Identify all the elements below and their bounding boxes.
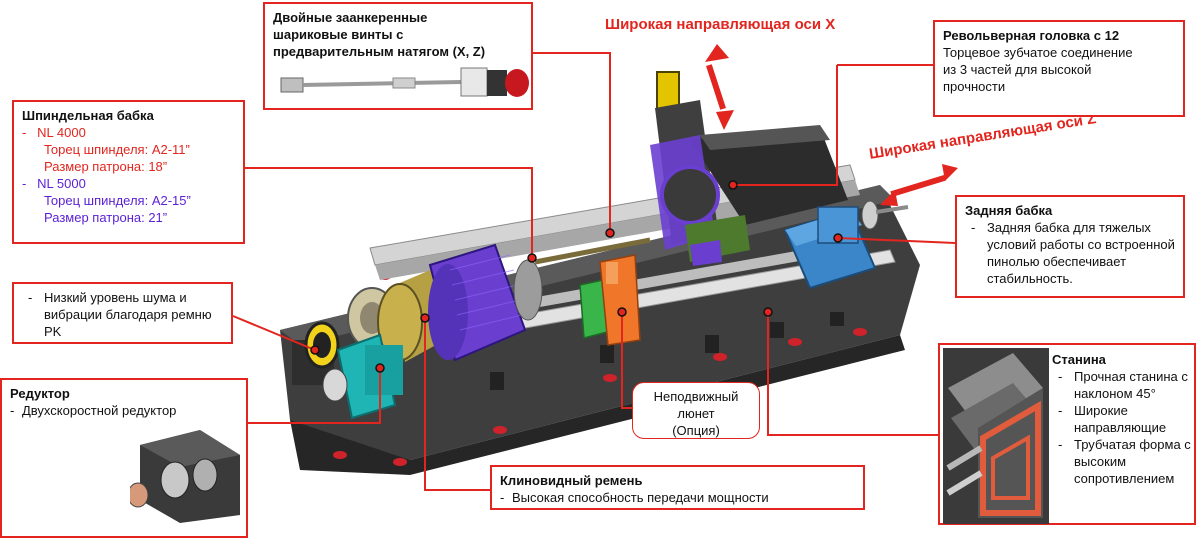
steady-rest-line-1: Неподвижный	[653, 389, 739, 404]
leader-dots	[310, 180, 843, 373]
tailstock-title: Задняя бабка	[965, 203, 1053, 218]
bed-title: Станина	[1052, 352, 1106, 367]
ballscrew-callout: Двойные заанкеренные шариковые винты с п…	[263, 2, 533, 110]
nl5000-model: - NL 5000	[22, 176, 86, 191]
z-axis-arrow	[880, 164, 958, 206]
nl4000-face: Торец шпинделя: A2-11”	[44, 142, 190, 157]
turret-callout: Револьверная головка с 12 Торцевое зубча…	[933, 20, 1185, 117]
turret-line-1: Торцевое зубчатое соединение	[943, 45, 1133, 60]
ballscrew-title-line-1: Двойные заанкеренные	[273, 10, 428, 25]
steady-rest-line-3: (Опция)	[672, 423, 720, 438]
tailstock-callout: Задняя бабка Задняя бабка для тяжелых ус…	[955, 195, 1185, 298]
reducer-title: Редуктор	[10, 386, 70, 401]
nl4000-model: - NL 4000	[22, 125, 86, 140]
reducer-image	[130, 430, 240, 523]
tailstock-text: Задняя бабка для тяжелых условий работы …	[965, 219, 1175, 287]
turret-line-2: из 3 частей для высокой	[943, 62, 1092, 77]
noise-callout: Низкий уровень шума и вибрации благодаря…	[12, 282, 233, 344]
bed-callout: Станина Прочная станина с наклоном 45° Ш…	[938, 343, 1196, 525]
x-axis-arrow	[705, 44, 734, 130]
headstock-title: Шпиндельная бабка	[22, 108, 154, 123]
ballscrew-title-line-2: шариковые винты с	[273, 27, 404, 42]
nl4000-chuck: Размер патрона: 18”	[44, 159, 168, 174]
turret-title: Револьверная головка с 12	[943, 28, 1120, 43]
x-axis-label: Широкая направляющая оси X	[605, 16, 836, 33]
vbelt-text: Высокая способность передачи мощности	[500, 489, 855, 506]
ballscrew-image	[280, 67, 529, 97]
leader-lines	[232, 52, 956, 491]
turret-line-3: прочности	[943, 79, 1006, 94]
steady-rest-callout: Неподвижный люнет (Опция)	[632, 382, 760, 439]
reducer-text: Двухскоростной редуктор	[10, 402, 238, 419]
bed-item-2: Широкие направляющие	[1052, 402, 1194, 436]
bed-section-image	[943, 348, 1049, 524]
turret-assembly	[650, 71, 848, 266]
vbelt-callout: Клиновидный ремень Высокая способность п…	[490, 465, 865, 510]
noise-text: Низкий уровень шума и вибрации благодаря…	[22, 289, 223, 340]
nl5000-face: Торец шпинделя: A2-15”	[44, 193, 191, 208]
spindle-assembly	[292, 243, 543, 420]
headstock-callout: Шпиндельная бабка - NL 4000 Торец шпинде…	[12, 100, 245, 244]
bed-item-1: Прочная станина с наклоном 45°	[1052, 368, 1194, 402]
nl5000-chuck: Размер патрона: 21”	[44, 210, 168, 225]
steady-rest	[579, 254, 641, 346]
reducer-callout: Редуктор Двухскоростной редуктор	[0, 378, 248, 538]
tailstock-assembly	[783, 200, 909, 290]
ballscrew-title-line-3: предварительным натягом (X, Z)	[273, 44, 486, 59]
steady-rest-line-2: люнет	[677, 406, 715, 421]
vbelt-title: Клиновидный ремень	[500, 473, 643, 488]
bed-item-3: Трубчатая форма с высоким сопротивлением	[1052, 436, 1194, 487]
